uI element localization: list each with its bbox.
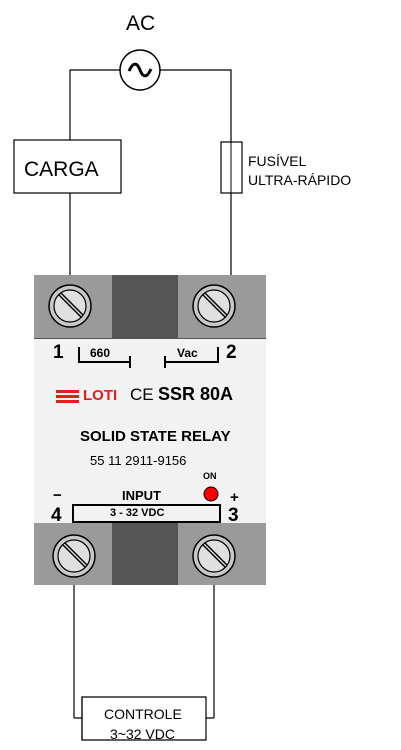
voltage-label: 660 [90,346,111,360]
screw-icon-2 [192,284,236,328]
relay-title: SOLID STATE RELAY [80,428,231,445]
control-box [74,696,214,741]
led-label: ON [203,471,217,481]
plus-sign: + [230,489,239,506]
terminal-3-label: 3 [228,505,239,526]
brand-name: LOTI [83,387,118,404]
wire-ac-left [69,69,120,140]
output-bracket-left [78,347,131,368]
screw-icon-4 [52,534,96,578]
ac-label: AC [126,12,156,35]
screw-icon-1 [48,284,92,328]
loti-logo-icon [56,390,79,403]
model-label: SSR 80A [158,384,234,404]
load-label: CARGA [24,158,99,181]
output-bracket-right [164,347,219,368]
load-box [13,139,122,194]
control-label-line1: CONTROLE [104,706,182,722]
control-label-line2: 3~32 VDC [110,726,175,742]
sine-wave-icon [127,62,153,78]
fuse-label-line1: FUSÍVEL [248,153,307,169]
input-range-box [72,504,221,523]
terminal-4-label: 4 [51,505,62,526]
terminal-2-label: 2 [226,342,237,363]
ce-mark: CE [130,385,154,404]
led-indicator [203,486,219,502]
input-label: INPUT [122,488,161,503]
screw-icon-3 [192,534,236,578]
label-plate [34,339,266,523]
terminal-1-label: 1 [53,342,64,363]
voltage-unit-label: Vac [177,346,198,360]
phone-number: 55 11 2911-9156 [90,453,187,468]
wire-ac-right [160,69,232,142]
minus-sign: − [53,487,62,504]
input-range-label: 3 - 32 VDC [110,507,165,519]
fuse-label-line2: ULTRA-RÁPIDO [248,172,352,188]
